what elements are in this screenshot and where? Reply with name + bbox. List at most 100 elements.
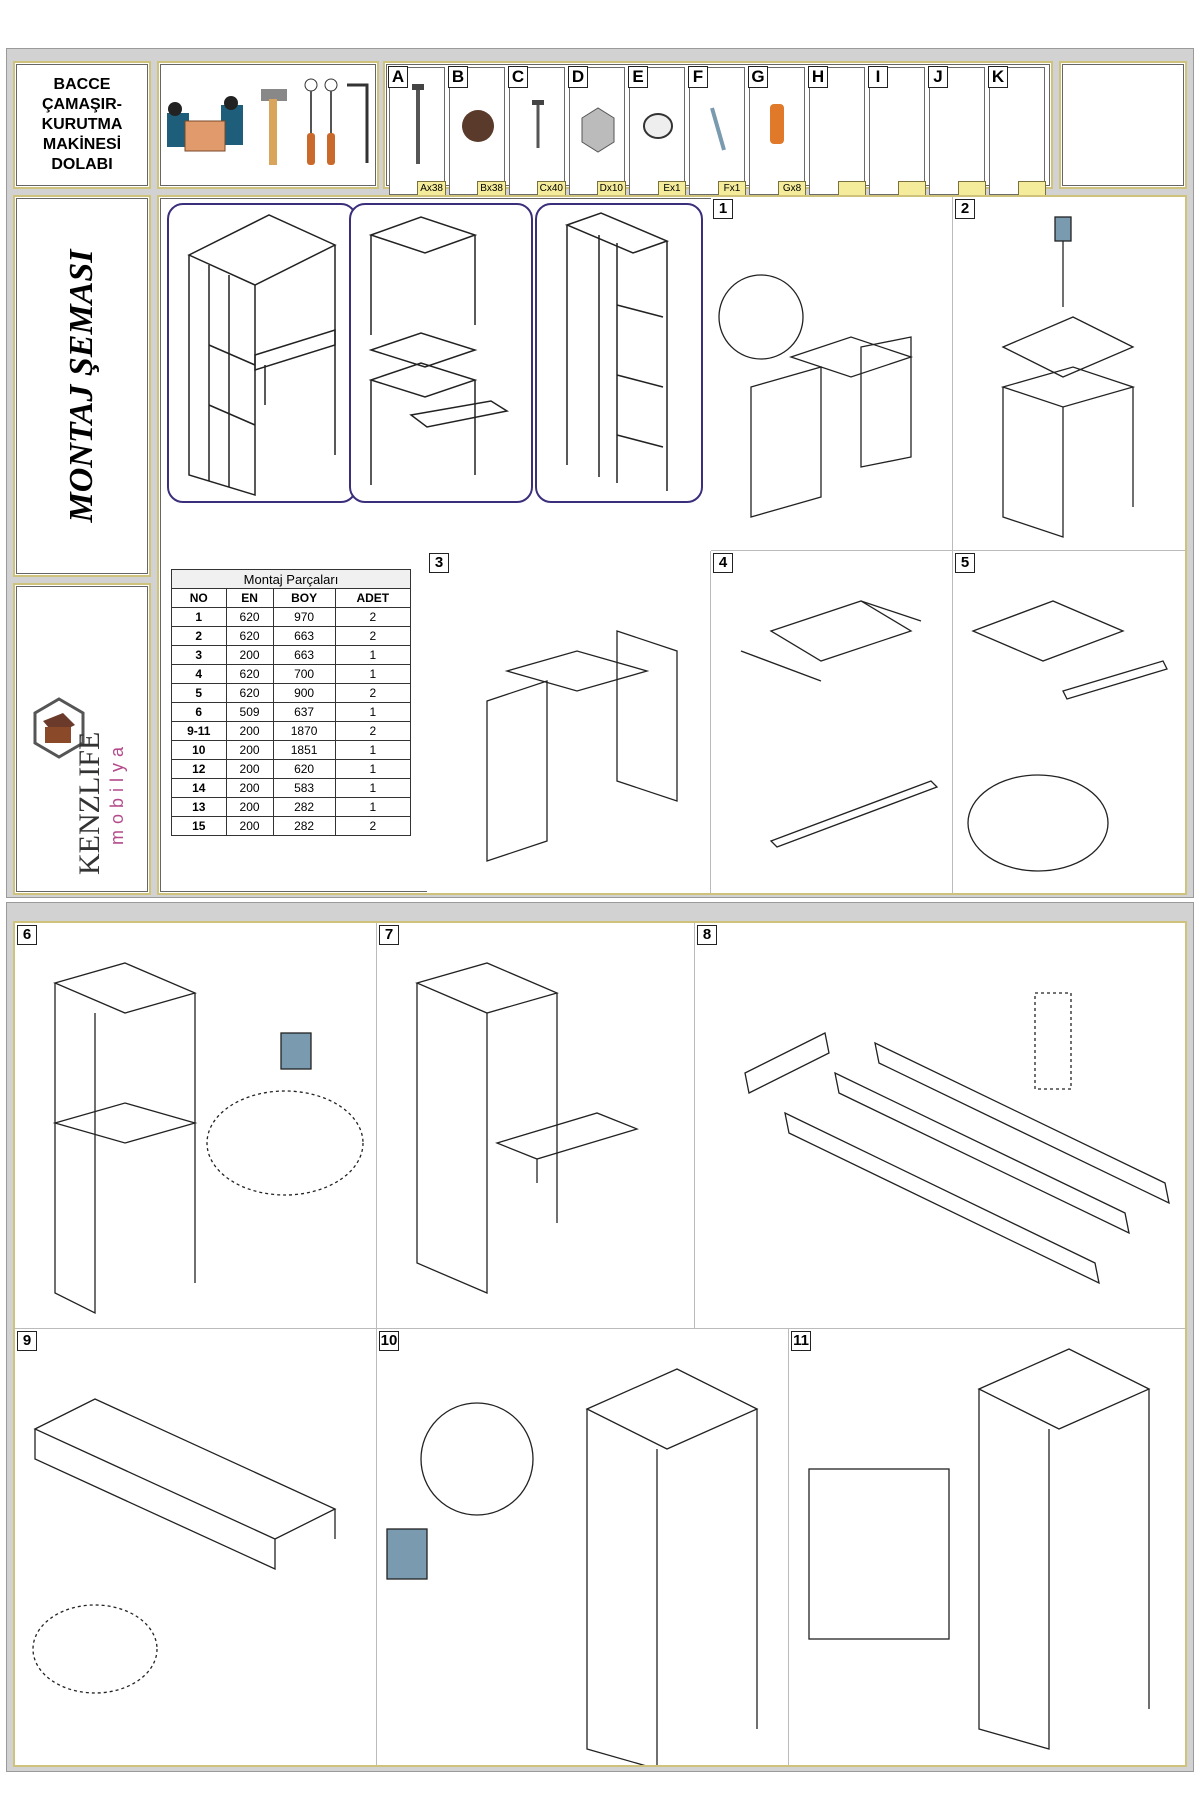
part-letter: E [628, 66, 648, 88]
table-cell: 2 [334, 626, 412, 646]
brand-box: KENZLIFE mobilya [13, 583, 151, 895]
cover-cap-icon [462, 110, 494, 142]
table-cell: 620 [225, 607, 274, 627]
part-letter: I [868, 66, 888, 88]
knob-screw-icon [710, 107, 726, 151]
part-letter: G [748, 66, 768, 88]
table-cell: 2 [171, 626, 227, 646]
knob-icon [643, 113, 673, 139]
part-j-box: J [928, 66, 986, 196]
part-e-box: E Ex1 [628, 66, 686, 196]
table-cell: 900 [272, 683, 336, 703]
part-quantity: Fx1 [718, 181, 746, 196]
table-cell: 200 [225, 797, 274, 817]
table-cell: 2 [334, 721, 412, 741]
brand-logo-icon [33, 697, 85, 759]
step-9-drawing [32, 1398, 337, 1694]
step-number: 9 [17, 1331, 37, 1351]
part-quantity [838, 181, 866, 196]
table-cell: 10 [171, 740, 227, 760]
exploded-tower-drawing [564, 212, 670, 491]
part-quantity: Dx10 [596, 181, 626, 196]
step-8-panel: 8 [695, 923, 1185, 1329]
step-number: 3 [429, 553, 449, 573]
table-cell: 1 [334, 645, 412, 665]
tools-illustration [167, 78, 369, 165]
step-9-panel: 9 [15, 1329, 377, 1765]
top-sheet: BACCE ÇAMAŞIR- KURUTMA MAKİNESİ DOLABI [6, 48, 1194, 898]
parts-table-caption: Montaj Parçaları [171, 569, 411, 589]
product-title-box: BACCE ÇAMAŞIR- KURUTMA MAKİNESİ DOLABI [13, 61, 151, 189]
overview-exploded-base [349, 203, 533, 503]
step-number: 11 [791, 1331, 811, 1351]
bottom-sheet: 6 7 8 9 [6, 902, 1194, 1772]
part-f-box: F Fx1 [688, 66, 746, 196]
table-cell: 6 [171, 702, 227, 722]
assembly-area: 1 2 3 4 5 [157, 195, 1187, 895]
assembled-cabinet-drawing [187, 214, 337, 497]
part-quantity: Gx8 [778, 181, 806, 196]
part-i-box: I [868, 66, 926, 196]
table-cell: 1851 [272, 740, 336, 760]
step-6-panel: 6 [15, 923, 377, 1329]
step-11-drawing [808, 1348, 1151, 1750]
table-cell: 1 [334, 664, 412, 684]
part-k-box: K [988, 66, 1046, 196]
step-2-panel: 2 [953, 197, 1185, 551]
parts-table-header: NO [171, 588, 227, 608]
step-3-panel: 3 [427, 551, 711, 893]
table-cell: 620 [225, 626, 274, 646]
step-7-drawing [415, 962, 639, 1294]
table-cell: 4 [171, 664, 227, 684]
parts-table-header: ADET [334, 588, 412, 608]
table-cell: 1 [334, 797, 412, 817]
blank-box [1059, 61, 1187, 189]
screwdriver-flat-icon [324, 78, 338, 165]
step-10-drawing [386, 1368, 759, 1765]
hammer-icon [261, 89, 287, 165]
table-cell: 14 [171, 778, 227, 798]
parts-table-header: BOY [272, 588, 336, 608]
table-cell: 200 [225, 721, 274, 741]
part-quantity: Ex1 [658, 181, 686, 196]
steps-area-bottom: 6 7 8 9 [13, 921, 1187, 1767]
step-6-drawing [52, 962, 364, 1315]
part-quantity [958, 181, 986, 196]
step-number: 4 [713, 553, 733, 573]
step-number: 5 [955, 553, 975, 573]
table-cell: 2 [334, 816, 412, 836]
step-10-panel: 10 [377, 1329, 789, 1765]
part-d-box: D Dx10 [568, 66, 626, 196]
small-screw-icon [532, 100, 544, 148]
table-cell: 663 [272, 626, 336, 646]
step-3-drawing [486, 630, 678, 862]
table-cell: 637 [272, 702, 336, 722]
part-letter: F [688, 66, 708, 88]
part-letter: D [568, 66, 588, 88]
tools-box [157, 61, 379, 189]
brand-sub: mobilya [107, 740, 127, 845]
step-11-panel: 11 [789, 1329, 1185, 1765]
table-cell: 200 [225, 816, 274, 836]
part-quantity [898, 181, 926, 196]
step-number: 7 [379, 925, 399, 945]
section-title: MONTAJ ŞEMASI [63, 249, 100, 523]
wood-dowel-icon [770, 104, 784, 144]
table-cell: 282 [272, 797, 336, 817]
table-cell: 200 [225, 778, 274, 798]
table-cell: 663 [272, 645, 336, 665]
product-title: BACCE ÇAMAŞIR- KURUTMA MAKİNESİ DOLABI [41, 76, 123, 173]
table-cell: 1 [171, 607, 227, 627]
step-2-drawing [1000, 216, 1136, 538]
step-number: 1 [713, 199, 733, 219]
step-1-panel: 1 [711, 197, 953, 551]
table-cell: 200 [225, 645, 274, 665]
table-cell: 583 [272, 778, 336, 798]
